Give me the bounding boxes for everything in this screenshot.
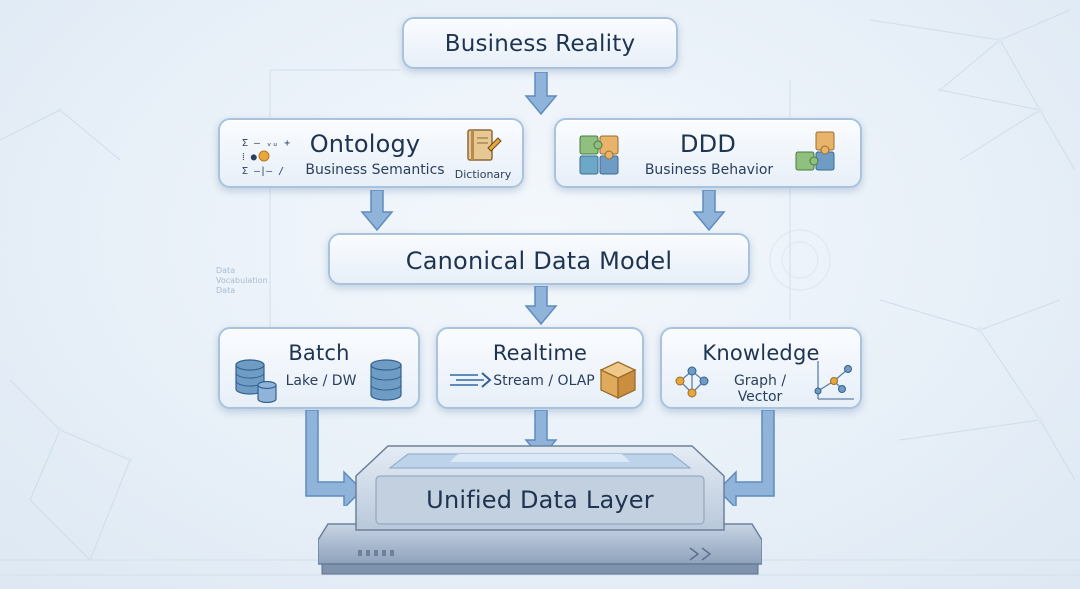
database-icon: [368, 359, 404, 403]
batch-box: Batch Lake / DW: [218, 327, 420, 409]
realtime-subtitle: Stream / OLAP: [493, 373, 595, 389]
realtime-title: Realtime: [492, 341, 588, 365]
knowledge-title: Knowledge: [702, 341, 820, 365]
arrow-down-icon: [524, 286, 558, 326]
graph-network-icon: [672, 365, 712, 399]
svg-text:Σ — ᵥᵤ +: Σ — ᵥᵤ +: [242, 138, 290, 149]
unified-data-layer-title: Unified Data Layer: [426, 486, 654, 514]
ddd-box: DDD Business Behavior: [554, 118, 862, 188]
canonical-title: Canonical Data Model: [405, 247, 673, 275]
business-reality-title: Business Reality: [444, 31, 636, 57]
realtime-box: Realtime Stream / OLAP: [436, 327, 644, 409]
platform-base: [318, 445, 762, 575]
ddd-subtitle: Business Behavior: [644, 162, 774, 178]
canonical-data-model-box: Canonical Data Model: [328, 233, 750, 285]
svg-text:Σ —|— /: Σ —|— /: [242, 166, 284, 176]
dictionary-book-icon: [462, 126, 504, 166]
svg-text:⁞ ● ⁞: ⁞ ● ⁞: [242, 152, 266, 163]
cube-box-icon: [598, 359, 638, 401]
formula-icon: Σ — ᵥᵤ + ⁞ ● ⁞ Σ —|— /: [240, 132, 296, 177]
ontology-subtitle: Business Semantics: [305, 162, 445, 178]
arrow-down-icon: [524, 72, 558, 116]
graph-network-icon: [812, 359, 856, 403]
puzzle-icon: [578, 132, 626, 178]
dictionary-label: Dictionary: [454, 168, 512, 181]
knowledge-subtitle: Graph / Vector: [733, 373, 787, 405]
stream-icon: [448, 369, 492, 391]
arrow-down-icon: [692, 190, 726, 232]
background-label-3: Data: [216, 286, 236, 295]
background-label-2: Vocabulation: [216, 276, 268, 285]
batch-subtitle: Lake / DW: [285, 373, 357, 389]
arrow-bent-icon: [305, 410, 364, 506]
ontology-box: Σ — ᵥᵤ + ⁞ ● ⁞ Σ —|— / Ontology Business…: [218, 118, 524, 188]
background-label-1: Data: [216, 266, 236, 275]
arrow-bent-icon: [716, 410, 775, 506]
knowledge-box: Knowledge Graph / Vector: [660, 327, 862, 409]
arrow-down-icon: [360, 190, 394, 232]
ontology-title: Ontology: [309, 130, 421, 158]
business-reality-box: Business Reality: [402, 17, 678, 69]
database-icon: [234, 359, 282, 404]
ddd-title: DDD: [679, 130, 737, 158]
batch-title: Batch: [288, 341, 350, 365]
puzzle-icon: [792, 128, 840, 176]
